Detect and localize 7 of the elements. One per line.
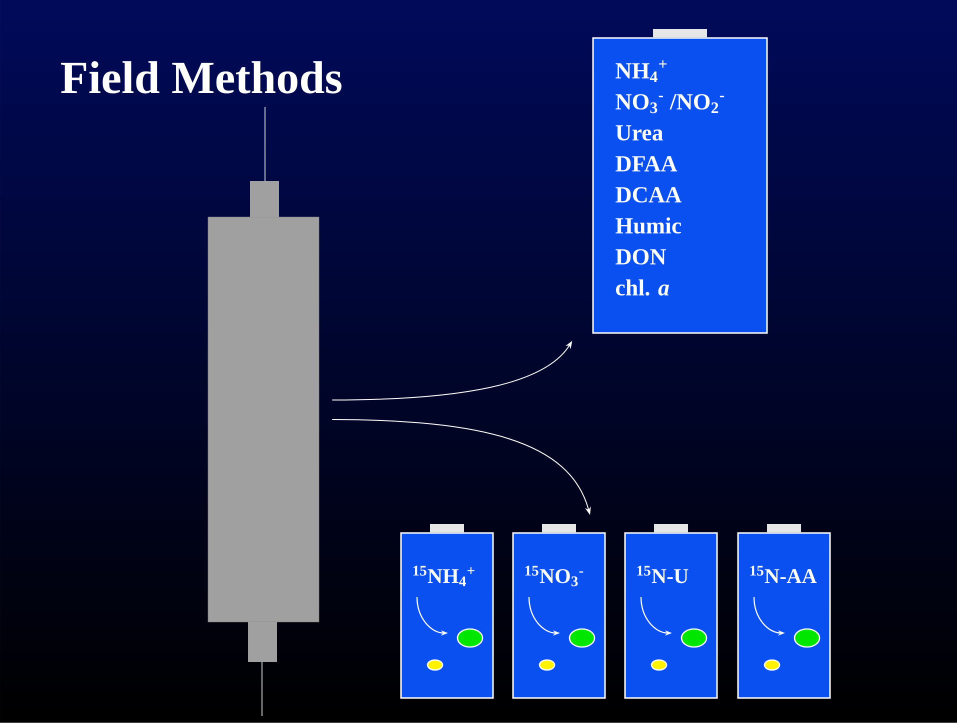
bottle: $^{15}$NH$_{4}$+ bbox=[400, 524, 494, 699]
bottle: NH$_{4}$+ NO$_{3}$$^{-}$ /NO$_{2}$- Urea DFAA DCAA Humic DON chl. a bbox=[592, 29, 768, 334]
sampler-drawing bbox=[208, 106, 320, 716]
bottle: $^{15}$NO$_{3}$- bbox=[512, 524, 606, 699]
slide-title: Field Methods bbox=[61, 61, 342, 94]
bottle: $^{15}$N-U bbox=[624, 524, 718, 699]
bottle: $^{15}$N-AA bbox=[737, 524, 831, 699]
